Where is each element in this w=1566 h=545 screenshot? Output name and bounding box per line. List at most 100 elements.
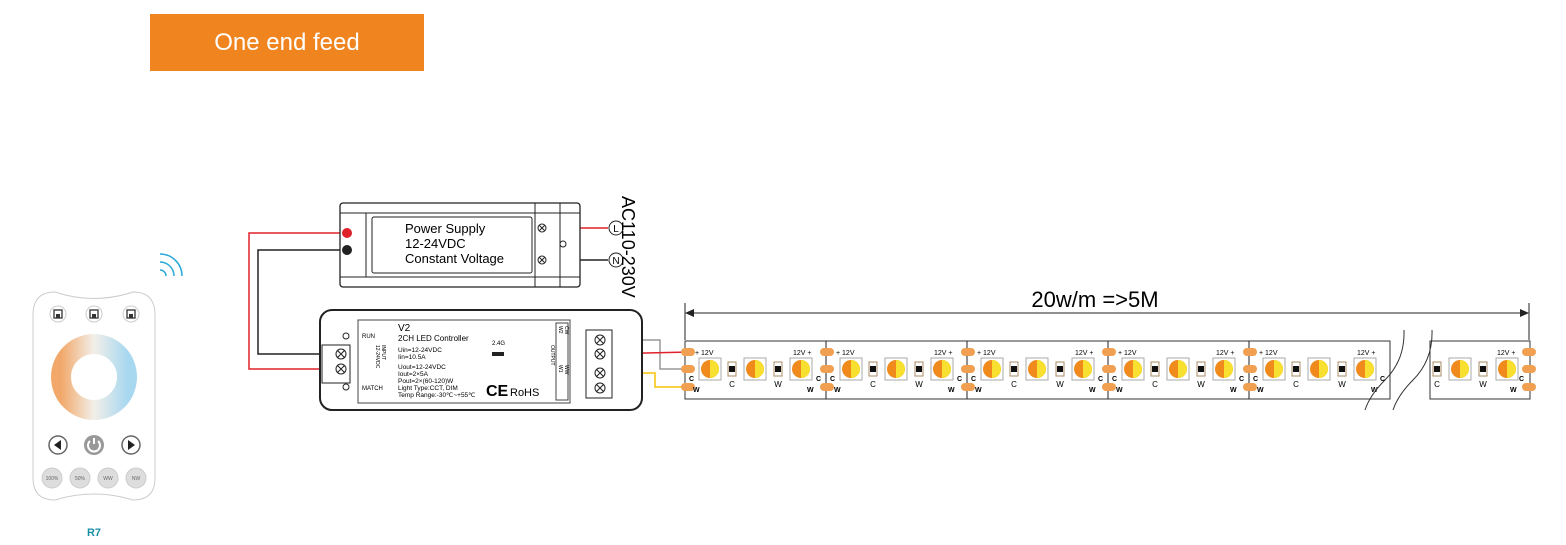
controller-spec: Uout=12-24VDC <box>398 364 446 371</box>
c-label: C <box>1519 376 1524 383</box>
c-label: C <box>689 376 694 383</box>
output-label: OUTPUT <box>549 345 555 366</box>
svg-text:50%: 50% <box>75 476 86 482</box>
solder-pad <box>681 383 695 391</box>
ce-mark: CE <box>486 383 509 400</box>
memory-button[interactable] <box>122 305 140 323</box>
c-label: C <box>729 380 735 389</box>
screw-terminal <box>594 334 606 346</box>
controller-spec: Pout=2×(60-120)W <box>398 378 454 385</box>
solder-pad <box>1243 348 1257 356</box>
led-controller: RUN MATCH INPUT 12-24VDC V2 2CH LED Cont… <box>319 309 643 411</box>
plus-label-right: 12V + <box>793 350 812 357</box>
w-label: W <box>1371 387 1378 394</box>
w-label: W <box>1230 387 1237 394</box>
w-label: W <box>807 387 814 394</box>
screw-terminal <box>335 363 347 375</box>
c-label: C <box>816 376 821 383</box>
c-label: C <box>1098 376 1103 383</box>
w-label: W <box>1089 387 1096 394</box>
w-label: W <box>774 380 782 389</box>
w-label: W <box>1197 380 1205 389</box>
controller-spec: Uin=12-24VDC <box>398 347 442 354</box>
c-label: C <box>957 376 962 383</box>
rf-label: 2.4G <box>492 341 505 347</box>
plus-label-right: 12V + <box>1357 350 1376 357</box>
c-label: C <box>1152 380 1158 389</box>
screw-terminal <box>594 382 606 394</box>
live-label: L <box>613 224 619 235</box>
controller-model: V2 <box>398 323 411 334</box>
neutral-label: N <box>612 256 619 267</box>
solder-pad <box>1243 365 1257 373</box>
solder-pad <box>1522 383 1536 391</box>
out-w1: W1 <box>557 365 563 373</box>
memory-button[interactable] <box>49 305 67 323</box>
preset-button[interactable]: WW <box>97 467 119 489</box>
remote-model: R7 <box>87 527 101 539</box>
preset-button[interactable]: NW <box>125 467 147 489</box>
power-supply: Power Supply 12-24VDC Constant Voltage L… <box>339 196 638 298</box>
w-label: W <box>975 387 982 394</box>
screw-terminal <box>594 367 606 379</box>
dc-plus-terminal <box>342 228 352 238</box>
c-label: C <box>1112 376 1117 383</box>
right-button[interactable] <box>121 435 141 455</box>
solder-pad <box>820 365 834 373</box>
memory-button[interactable] <box>85 305 103 323</box>
break-line <box>1392 329 1433 411</box>
run-label: RUN <box>362 334 375 340</box>
ac-terminal-n <box>537 255 547 265</box>
wireless-signal-icon <box>159 253 183 277</box>
ps-line-2: 12-24VDC <box>405 236 466 251</box>
preset-button[interactable]: 50% <box>69 467 91 489</box>
solder-pad <box>961 365 975 373</box>
plus-label: + 12V <box>836 350 855 357</box>
svg-text:NW: NW <box>132 476 141 482</box>
left-button[interactable] <box>48 435 68 455</box>
plus-label-right: 12V + <box>1216 350 1235 357</box>
solder-pad <box>681 348 695 356</box>
length-dimension: 20w/m =>5M <box>684 287 1530 340</box>
red-wire <box>248 232 347 370</box>
ac-voltage-label: AC110-230V <box>618 196 638 298</box>
input-voltage-label: 12-24VDC <box>374 345 380 369</box>
plus-label: + 12V <box>1259 350 1278 357</box>
svg-text:100%: 100% <box>46 476 59 482</box>
break-line <box>1364 329 1405 411</box>
w-label: W <box>693 387 700 394</box>
plus-label-right: 12V + <box>1497 350 1516 357</box>
c-label: C <box>971 376 976 383</box>
c-label: C <box>1293 380 1299 389</box>
c-label: C <box>1239 376 1244 383</box>
controller-name: 2CH LED Controller <box>398 334 469 343</box>
solder-pad <box>961 383 975 391</box>
input-label: INPUT <box>380 345 386 360</box>
match-label: MATCH <box>362 386 383 392</box>
preset-button[interactable]: 100% <box>41 467 63 489</box>
w-label: W <box>1257 387 1264 394</box>
c-label: C <box>1253 376 1258 383</box>
plus-label: + 12V <box>695 350 714 357</box>
ps-line-1: Power Supply <box>405 221 486 236</box>
c-label: C <box>1011 380 1017 389</box>
color-wheel[interactable] <box>51 334 137 420</box>
plus-label: + 12V <box>1118 350 1137 357</box>
w-label: W <box>1338 380 1346 389</box>
solder-pad <box>1522 365 1536 373</box>
controller-spec: Iin=10.5A <box>398 354 426 361</box>
remote-r7: 100% 50% WW NW R7 <box>32 291 156 539</box>
svg-text:WW: WW <box>103 476 113 482</box>
rohs-label: RoHS <box>510 387 539 399</box>
w-label: W <box>915 380 923 389</box>
c-label: C <box>1380 376 1385 383</box>
power-button[interactable] <box>84 435 104 455</box>
c-label: C <box>1434 380 1440 389</box>
out-ww: WW <box>563 365 569 375</box>
